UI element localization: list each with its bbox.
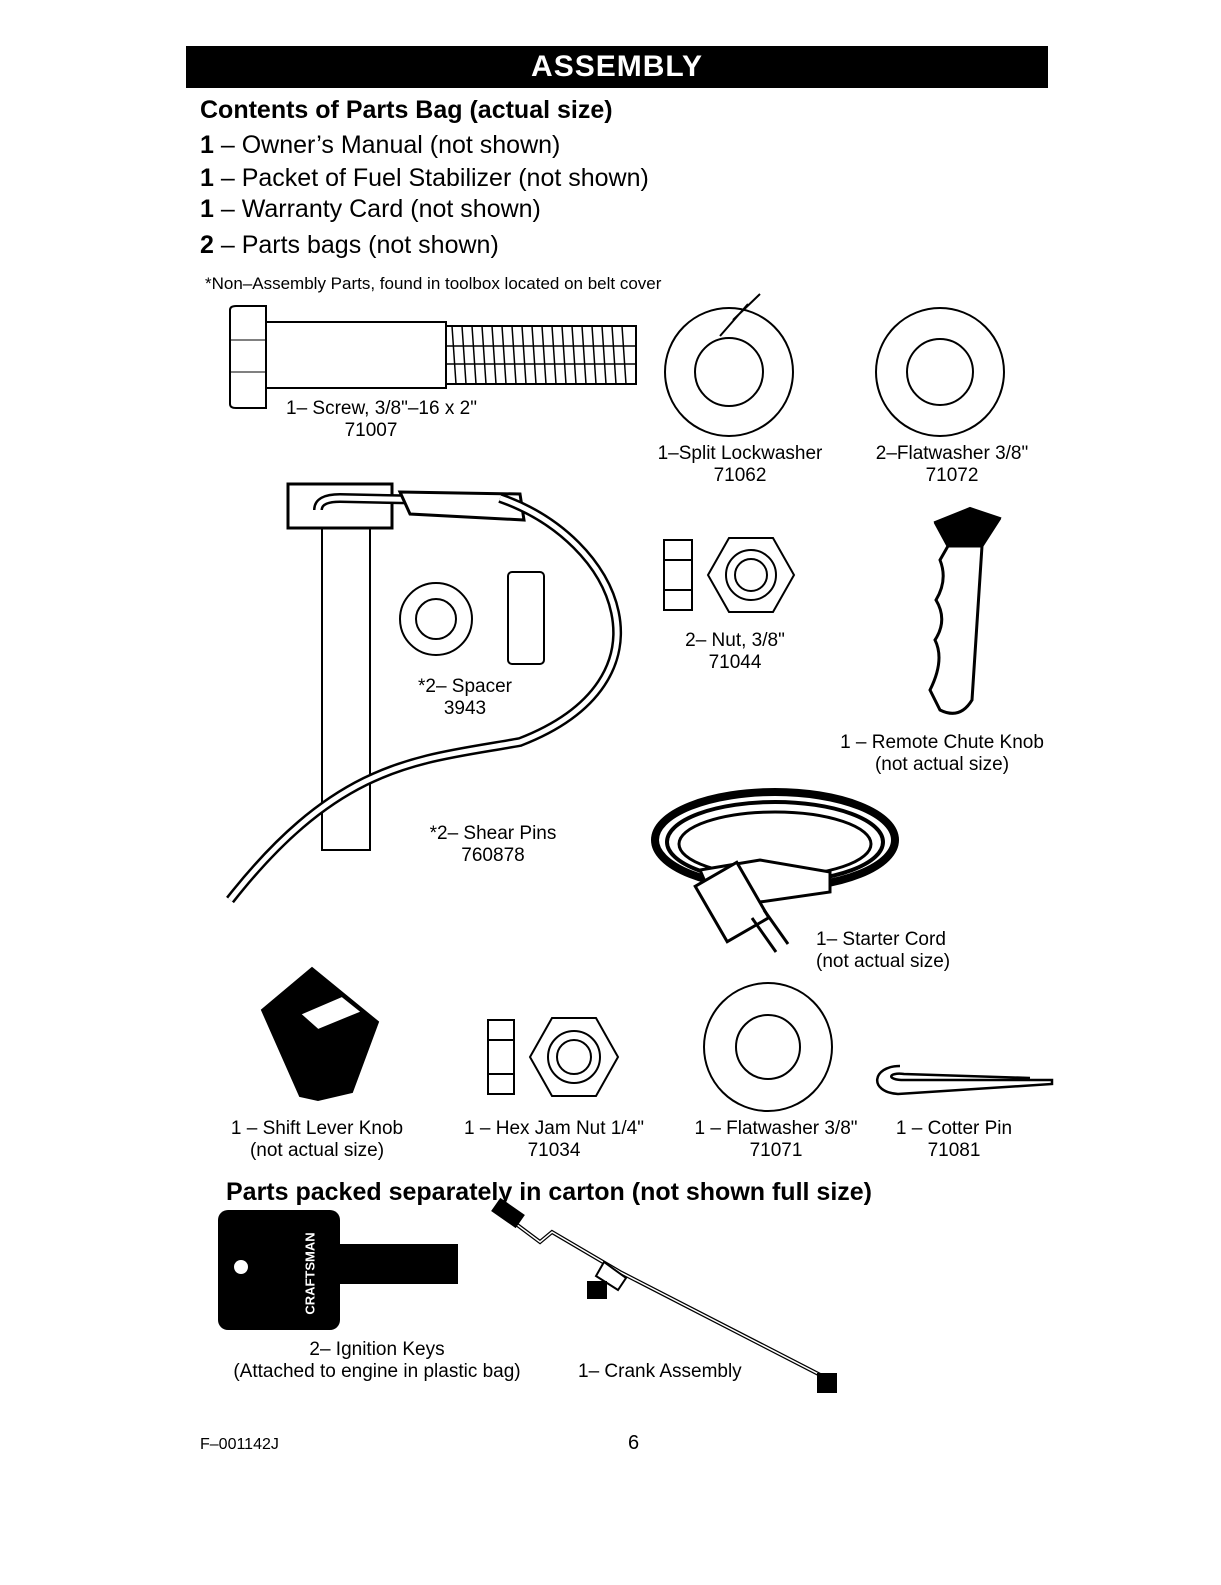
shear-pins-label: *2– Shear Pins 760878 xyxy=(410,823,576,867)
part-name: 1– Starter Cord xyxy=(816,929,946,950)
part-note: (Attached to engine in plastic bag) xyxy=(233,1361,521,1382)
part-name: 1 – Flatwasher 3/8" xyxy=(694,1118,858,1139)
crank-assembly-illustration xyxy=(491,1197,837,1393)
contents-heading: Contents of Parts Bag (actual size) xyxy=(200,96,613,124)
part-note: (not actual size) xyxy=(816,951,951,972)
item-text: – Owner’s Manual (not shown) xyxy=(220,131,561,159)
split-lockwasher-illustration xyxy=(664,293,794,437)
contents-item: 2 – Parts bags (not shown) xyxy=(200,231,499,260)
hex-jam-nut-label: 1 – Hex Jam Nut 1/4" 71034 xyxy=(444,1118,664,1162)
part-name: 1 – Hex Jam Nut 1/4" xyxy=(464,1118,644,1139)
chute-knob-label: 1 – Remote Chute Knob (not actual size) xyxy=(828,732,1056,776)
part-name: 1 – Shift Lever Knob xyxy=(230,1118,404,1139)
shift-knob-label: 1 – Shift Lever Knob (not actual size) xyxy=(212,1118,422,1162)
part-number: 71034 xyxy=(527,1140,581,1161)
flatwasher-illustration xyxy=(703,982,833,1112)
part-name: 2– Nut, 3/8" xyxy=(685,630,785,651)
contents-item: 1 – Owner’s Manual (not shown) xyxy=(200,131,560,160)
part-number: 71044 xyxy=(708,652,762,673)
shift-knob-illustration xyxy=(260,966,380,1102)
contents-item: 1 – Packet of Fuel Stabilizer (not shown… xyxy=(200,164,649,193)
part-name: 1–Split Lockwasher xyxy=(657,443,823,464)
part-name: 2–Flatwasher 3/8" xyxy=(875,443,1029,464)
ignition-keys-label: 2– Ignition Keys (Attached to engine in … xyxy=(212,1339,542,1383)
key-blade xyxy=(340,1244,458,1284)
starter-cord-illustration xyxy=(651,788,899,953)
part-number: 71072 xyxy=(925,465,979,486)
shear-pin-illustration xyxy=(226,482,622,904)
flatwasher-illustration xyxy=(875,307,1005,437)
screw-label: 1– Screw, 3/8"–16 x 2" 71007 xyxy=(286,398,477,442)
document-code: F–001142J xyxy=(200,1436,279,1453)
part-number: 71071 xyxy=(749,1140,803,1161)
item-qty: 1 xyxy=(200,164,214,192)
chute-knob-illustration xyxy=(928,506,1002,715)
part-number: 71081 xyxy=(927,1140,981,1161)
separate-heading: Parts packed separately in carton (not s… xyxy=(226,1178,872,1206)
part-number: 71062 xyxy=(713,465,767,486)
key-head: CRAFTSMAN xyxy=(218,1210,340,1330)
spacer-label: *2– Spacer 3943 xyxy=(400,676,530,720)
nut-label: 2– Nut, 3/8" 71044 xyxy=(665,630,805,674)
item-qty: 2 xyxy=(200,231,214,259)
part-number: 760878 xyxy=(461,845,525,866)
lockwasher-label: 1–Split Lockwasher 71062 xyxy=(640,443,840,487)
flatwasher-2-label: 2–Flatwasher 3/8" 71072 xyxy=(862,443,1042,487)
ignition-key-illustration: CRAFTSMAN xyxy=(218,1210,463,1330)
part-name: 2– Ignition Keys xyxy=(309,1339,445,1360)
page-number: 6 xyxy=(628,1432,640,1454)
non-assembly-note: *Non–Assembly Parts, found in toolbox lo… xyxy=(205,274,662,293)
spacer-illustration xyxy=(399,571,545,665)
section-banner: ASSEMBLY xyxy=(186,46,1048,88)
item-qty: 1 xyxy=(200,195,214,223)
hex-jam-nut-illustration xyxy=(487,1017,620,1097)
key-brand: CRAFTSMAN xyxy=(302,1232,318,1315)
part-name: 1 – Remote Chute Knob xyxy=(840,732,1044,753)
screw-illustration xyxy=(229,305,637,409)
part-name: *2– Shear Pins xyxy=(429,823,557,844)
nut-illustration xyxy=(663,537,796,613)
item-qty: 1 xyxy=(200,131,214,159)
part-name: 1– Screw, 3/8"–16 x 2" xyxy=(286,398,477,419)
part-note: (not actual size) xyxy=(249,1140,385,1161)
cotter-pin-label: 1 – Cotter Pin 71081 xyxy=(884,1118,1024,1162)
part-number: 71007 xyxy=(344,420,398,441)
starter-cord-label: 1– Starter Cord (not actual size) xyxy=(816,929,950,973)
crank-label: 1– Crank Assembly xyxy=(578,1361,742,1382)
cotter-pin-illustration xyxy=(876,1064,1054,1096)
part-name: 1 – Cotter Pin xyxy=(895,1118,1013,1139)
key-hole xyxy=(234,1260,248,1274)
part-name: *2– Spacer xyxy=(417,676,512,697)
item-text: – Parts bags (not shown) xyxy=(220,231,499,259)
part-number: 3943 xyxy=(443,698,487,719)
flatwasher-1-label: 1 – Flatwasher 3/8" 71071 xyxy=(676,1118,876,1162)
part-note: (not actual size) xyxy=(874,754,1010,775)
item-text: – Warranty Card (not shown) xyxy=(220,195,541,223)
contents-item: 1 – Warranty Card (not shown) xyxy=(200,195,541,224)
item-text: – Packet of Fuel Stabilizer (not shown) xyxy=(220,164,649,192)
